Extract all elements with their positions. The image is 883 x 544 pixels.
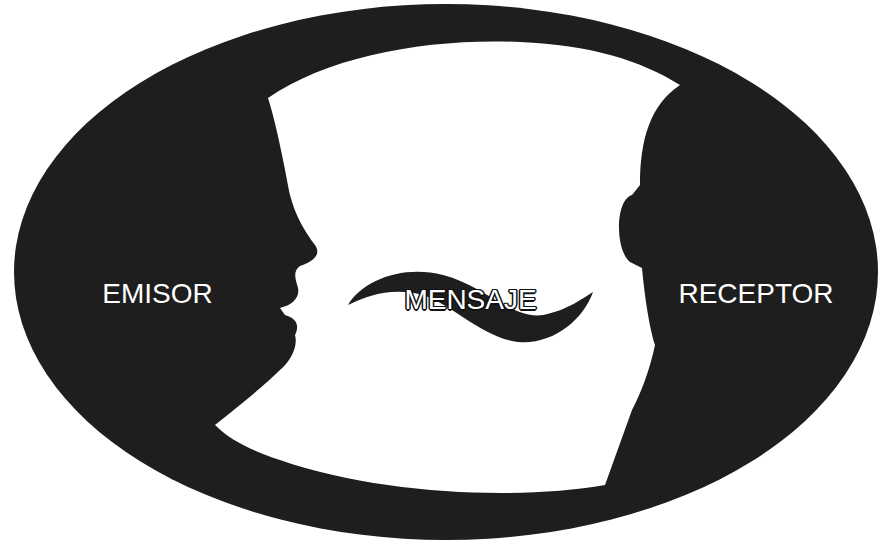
sender-head: EMISOR bbox=[57, 264, 257, 324]
node-label: RECEPTOR bbox=[678, 278, 834, 310]
wave-path bbox=[348, 272, 593, 342]
node-label: MENSAJE bbox=[404, 284, 537, 316]
text-holder: MENSAJE bbox=[404, 284, 537, 316]
outer-ellipse bbox=[14, 4, 878, 540]
text-holder: RECEPTOR bbox=[678, 278, 834, 310]
space-between-heads bbox=[215, 41, 680, 493]
message-wave: MENSAJE bbox=[343, 250, 598, 350]
text-holder: EMISOR bbox=[102, 278, 213, 310]
node-label: EMISOR bbox=[102, 278, 213, 310]
receiver-head: RECEPTOR bbox=[656, 264, 856, 324]
